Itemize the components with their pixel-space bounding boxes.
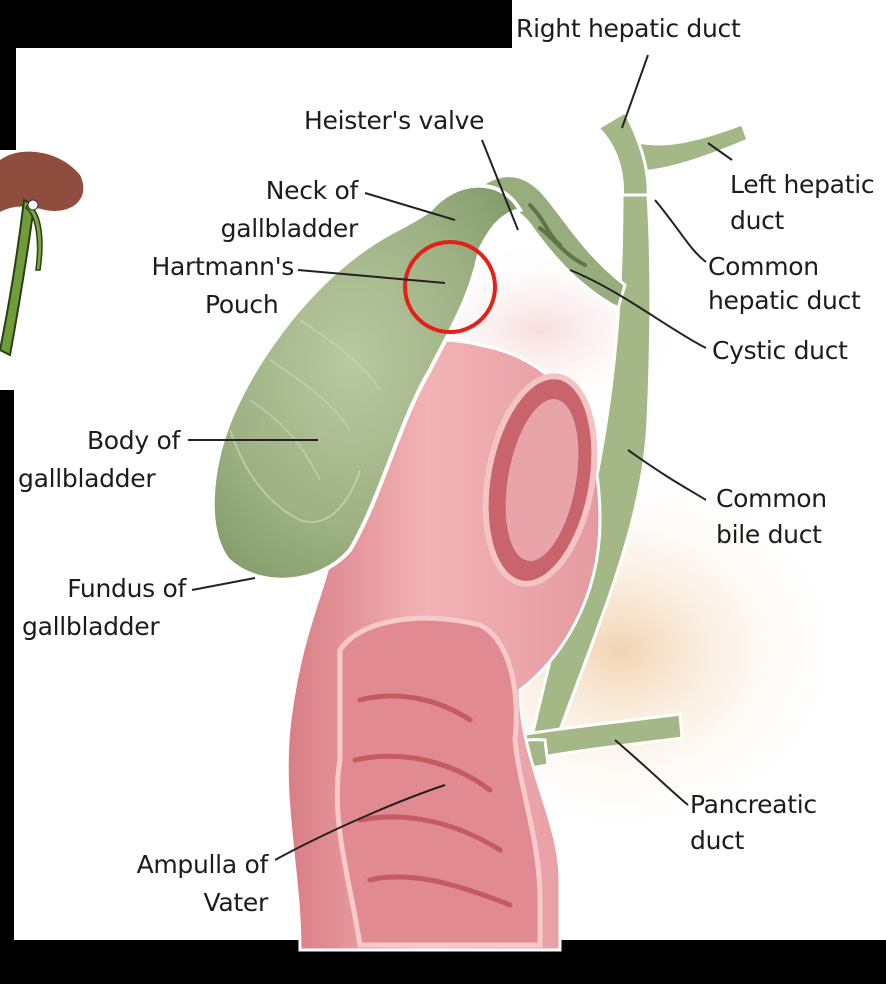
label-hartmann-line1: Hartmann's xyxy=(124,250,294,283)
label-right-hepatic-duct: Right hepatic duct xyxy=(516,12,741,45)
label-ampulla-line1: Ampulla of xyxy=(100,848,268,881)
label-neck-line2: gallbladder xyxy=(190,212,358,245)
label-left-hepatic-line2: duct xyxy=(730,204,784,237)
label-neck-line1: Neck of xyxy=(190,174,358,207)
label-common-hepatic-line2: hepatic duct xyxy=(708,284,861,317)
label-hartmann-line2: Pouch xyxy=(205,288,278,321)
inset-liver-illustration xyxy=(0,152,83,355)
label-common-bile-line2: bile duct xyxy=(716,518,822,551)
label-left-hepatic-line1: Left hepatic xyxy=(730,168,874,201)
label-pancreatic-line2: duct xyxy=(690,824,744,857)
label-cystic-duct: Cystic duct xyxy=(712,334,848,367)
label-body-line2: gallbladder xyxy=(18,462,155,495)
label-heisters-valve: Heister's valve xyxy=(304,104,484,137)
label-pancreatic-line1: Pancreatic xyxy=(690,788,817,821)
leader-common-hepatic xyxy=(655,200,706,262)
label-fundus-line2: gallbladder xyxy=(22,610,159,643)
label-common-hepatic-line1: Common xyxy=(708,250,819,283)
label-fundus-line1: Fundus of xyxy=(20,572,186,605)
leader-fundus xyxy=(192,578,255,590)
label-ampulla-line2: Vater xyxy=(100,886,268,919)
label-body-line1: Body of xyxy=(20,424,180,457)
leader-right-hepatic xyxy=(622,55,648,128)
label-common-bile-line1: Common xyxy=(716,482,827,515)
